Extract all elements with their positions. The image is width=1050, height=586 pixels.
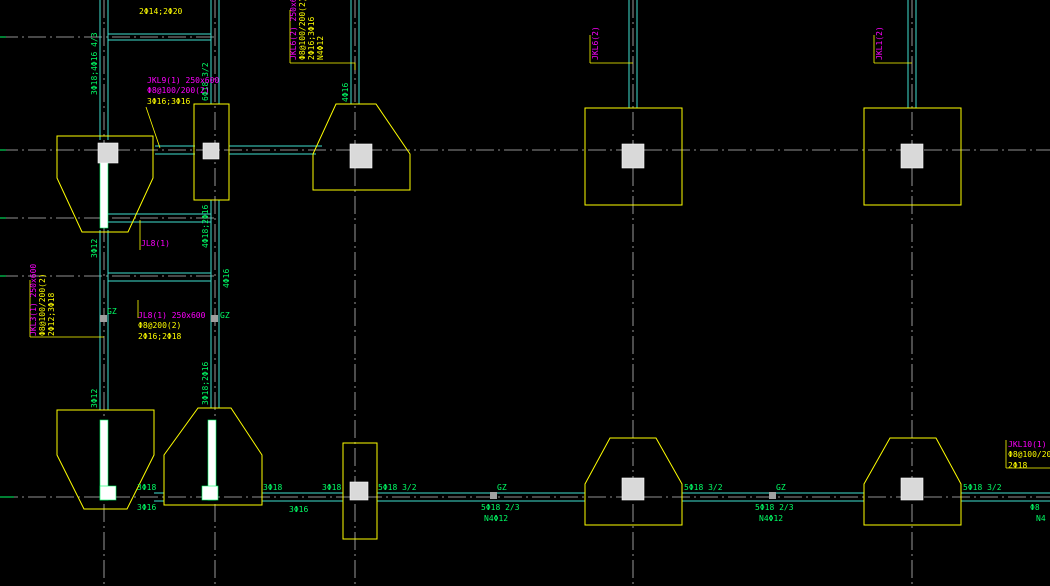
column-1 [97,142,119,164]
jkl-d-stirrup: Φ8@100/200(2) [147,86,210,95]
v-col3-top: 4Φ16 [341,83,350,102]
jkl-d-bars: 3Φ16;3Φ16 [147,97,191,106]
jkl-a-stirrup: Φ8@100/200(2) [298,0,307,60]
column-5 [900,143,924,169]
footing-4 [584,107,683,206]
v-mid-mid: 4Φ16 [222,269,231,288]
gz-4: GZ [776,483,786,492]
jl8-label: JL8(1) [141,239,170,248]
gz-1: GZ [107,307,117,316]
jkl-a-side: N4Φ12 [316,36,325,60]
footing-1 [56,135,154,233]
column-8 [900,477,924,501]
column-3 [349,143,373,169]
v-mid-beam: 4Φ18;2Φ16 [201,204,210,248]
beam-label-2: 3Φ16 [137,503,156,512]
jkl-left-stirrup: Φ8@100/200(2) [38,273,47,336]
jkl-a-bars: 2Φ16;3Φ16 [307,16,316,60]
right-jkl-bars: 2Φ18 [1008,461,1027,470]
v-mid-top: 6Φ18 3/2 [201,62,210,101]
jkl-c-title: JKL1(2) [875,26,884,60]
footing-6 [56,409,155,510]
footing-3 [312,103,411,191]
jkl-left-title: JKL3(1) 250x600 [29,264,38,336]
column-7 [621,477,645,501]
right-jkl-title: JKL10(1) 250 [1008,440,1050,449]
beam-label-4: 3Φ16 [289,505,308,514]
right-edge-stirrup: Φ8 [1030,503,1040,512]
pedestals [99,159,219,501]
axis-ticks-left [0,36,14,498]
gz-2: GZ [220,311,230,320]
jkl-left-bars: 2Φ12;3Φ18 [47,292,56,336]
jl8-stirrup: Φ8@200(2) [138,321,181,330]
beam-label-1: 3Φ18 [137,483,156,492]
v-mid-low: 3Φ18;2Φ16 [201,361,210,405]
gz-markers [100,315,776,499]
leaders [29,10,1050,469]
beam-label-5: 3Φ18 [322,483,341,492]
footings [56,103,962,540]
footing-8 [342,442,378,540]
footing-9 [584,437,683,526]
gz-3: GZ [497,483,507,492]
beam-label-6: 5Φ18 3/2 [378,483,417,492]
beam-label-10: 5Φ18 2/3 [755,503,794,512]
column-2 [202,142,220,160]
right-jkl-stirrup: Φ8@100/200( [1008,450,1050,459]
footing-5 [863,107,962,206]
column-6 [349,481,369,501]
jkl-a-title: JKL6(2) 250x600 [289,0,298,60]
footing-10 [863,437,962,526]
top-left-stirrup: 2Φ14;2Φ20 [139,7,183,16]
beam-label-11: N4Φ12 [759,514,783,523]
jl8-title: JL8(1) 250x600 [138,311,206,320]
annotations: 2Φ14;2Φ20 JKL6(2) 250x600 Φ8@100/200(2) … [29,0,1050,523]
beam-label-8: N4Φ12 [484,514,508,523]
v-left-mid: 3Φ12 [90,239,99,258]
beam-label-9: 5Φ18 3/2 [684,483,723,492]
footing-7 [163,407,263,506]
column-4 [621,143,645,169]
right-edge-n: N4 [1036,514,1046,523]
columns [97,142,924,501]
footing-2 [193,103,230,201]
v-left-top: 3Φ18;4Φ16 4/3 [90,32,99,95]
jl8-bars: 2Φ16;2Φ18 [138,332,182,341]
jkl-b-title: JKL6(2) [591,26,600,60]
beam-label-7: 5Φ18 2/3 [481,503,520,512]
beam-label-3: 3Φ18 [263,483,282,492]
v-left-low: 3Φ12 [90,389,99,408]
jkl-d-title: JKL9(1) 250x600 [147,76,219,85]
beam-label-12: 5Φ18 3/2 [963,483,1002,492]
